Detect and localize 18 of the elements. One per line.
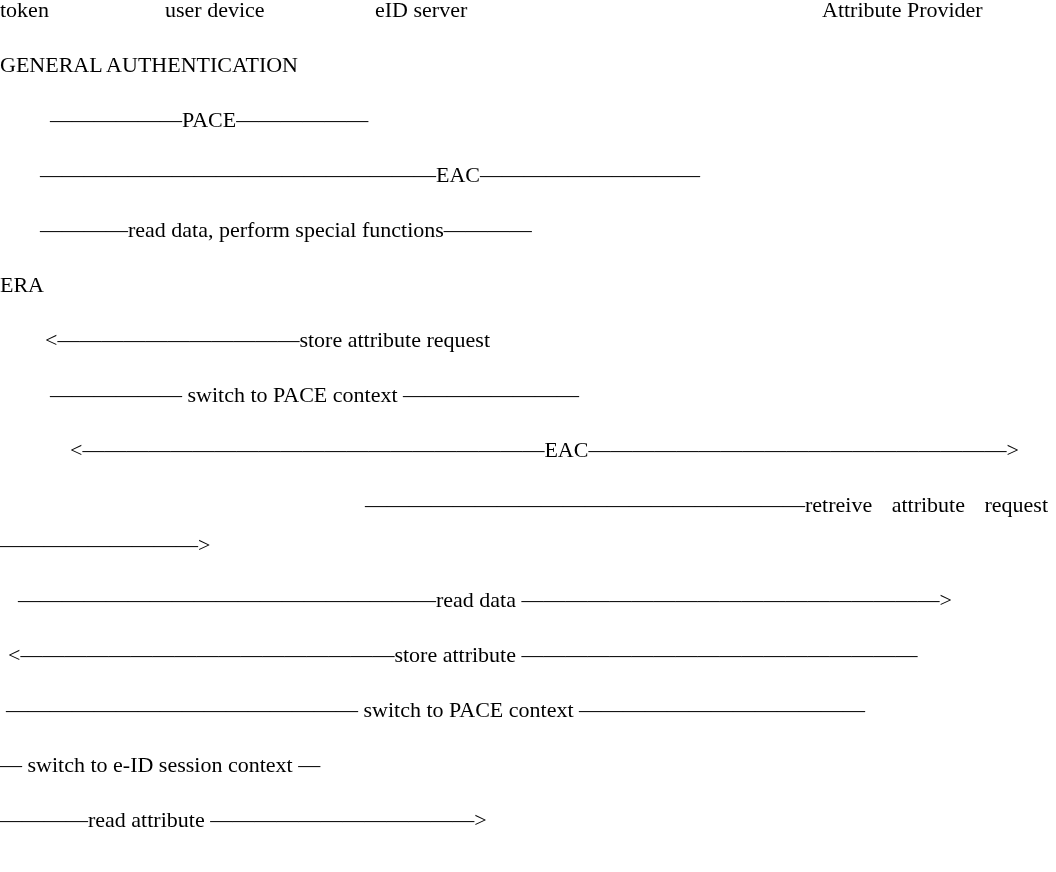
message-line: ———————————————— switch to PACE context ————————————— — [6, 696, 866, 724]
participant-label: token — [0, 0, 49, 24]
message-line: —————— switch to PACE context ———————— — [50, 381, 580, 409]
section-heading: ERA — [0, 271, 44, 299]
message-line: ————————————————————retreive attribute request—————————> — [0, 491, 1048, 559]
message-line: <—————————————————store attribute —————————————————— — [8, 641, 918, 669]
participant-label: Attribute Provider — [822, 0, 983, 24]
message-line: <———————————store attribute request — [45, 326, 490, 354]
participant-label: eID server — [375, 0, 468, 24]
message-line: ———————————————————read data ———————————————————> — [18, 586, 952, 614]
message-line: ——————PACE—————— — [50, 106, 369, 134]
participant-label: user device — [165, 0, 265, 24]
message-line: <—————————————————————EAC———————————————————> — [70, 436, 1019, 464]
section-heading: GENERAL AUTHENTICATION — [0, 51, 298, 79]
message-line: — switch to e-ID session context — — [0, 751, 321, 779]
message-line: ——————————————————EAC—————————— — [40, 161, 700, 189]
message-line: ————read data, perform special functions———— — [40, 216, 532, 244]
message-line: ————read attribute ————————————> — [0, 806, 487, 834]
